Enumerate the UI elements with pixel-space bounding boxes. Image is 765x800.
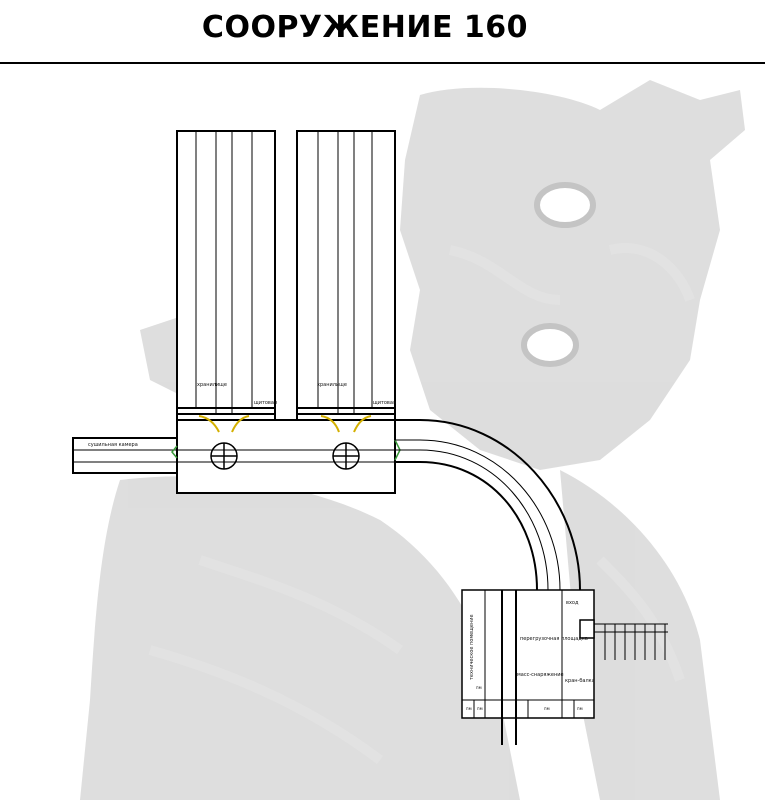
label-reloading-area: перегрузочная площадка <box>520 636 588 642</box>
label-room-b: пм <box>466 706 472 711</box>
storage-block-1 <box>176 130 276 421</box>
cat-stripes <box>148 243 695 765</box>
label-room-a: пм <box>476 685 482 690</box>
storage-block-2 <box>296 130 396 421</box>
curved-tunnel <box>395 419 581 591</box>
main-hall <box>176 419 396 494</box>
yellow-doors <box>198 415 372 433</box>
lower-complex <box>461 589 595 745</box>
cat-eyes <box>521 182 596 367</box>
entry-ladder <box>594 623 668 660</box>
label-entrance: вход <box>566 600 579 606</box>
label-drying-chamber: сушильная камера <box>88 442 138 448</box>
drying-chamber <box>72 437 178 474</box>
label-crane-beam: кран-балка <box>565 678 595 684</box>
turntable-1 <box>210 442 238 470</box>
label-switchboard-1: щитовая <box>254 400 277 406</box>
label-storage-2: хранилище <box>317 382 347 388</box>
label-room-e: пм <box>577 706 583 711</box>
label-storage-1: хранилище <box>197 382 227 388</box>
label-switchboard-2: щитовая <box>373 400 396 406</box>
label-room-d: пм <box>544 706 550 711</box>
page-title: СООРУЖЕНИЕ 160 <box>201 10 529 45</box>
turntable-2 <box>332 442 360 470</box>
label-mass-supply: масс-снаряжение <box>517 672 564 678</box>
label-technical-room: техническое помещение <box>469 614 475 680</box>
title-divider <box>0 62 765 64</box>
label-room-c: пм <box>477 706 483 711</box>
cat-watermark <box>80 80 745 800</box>
